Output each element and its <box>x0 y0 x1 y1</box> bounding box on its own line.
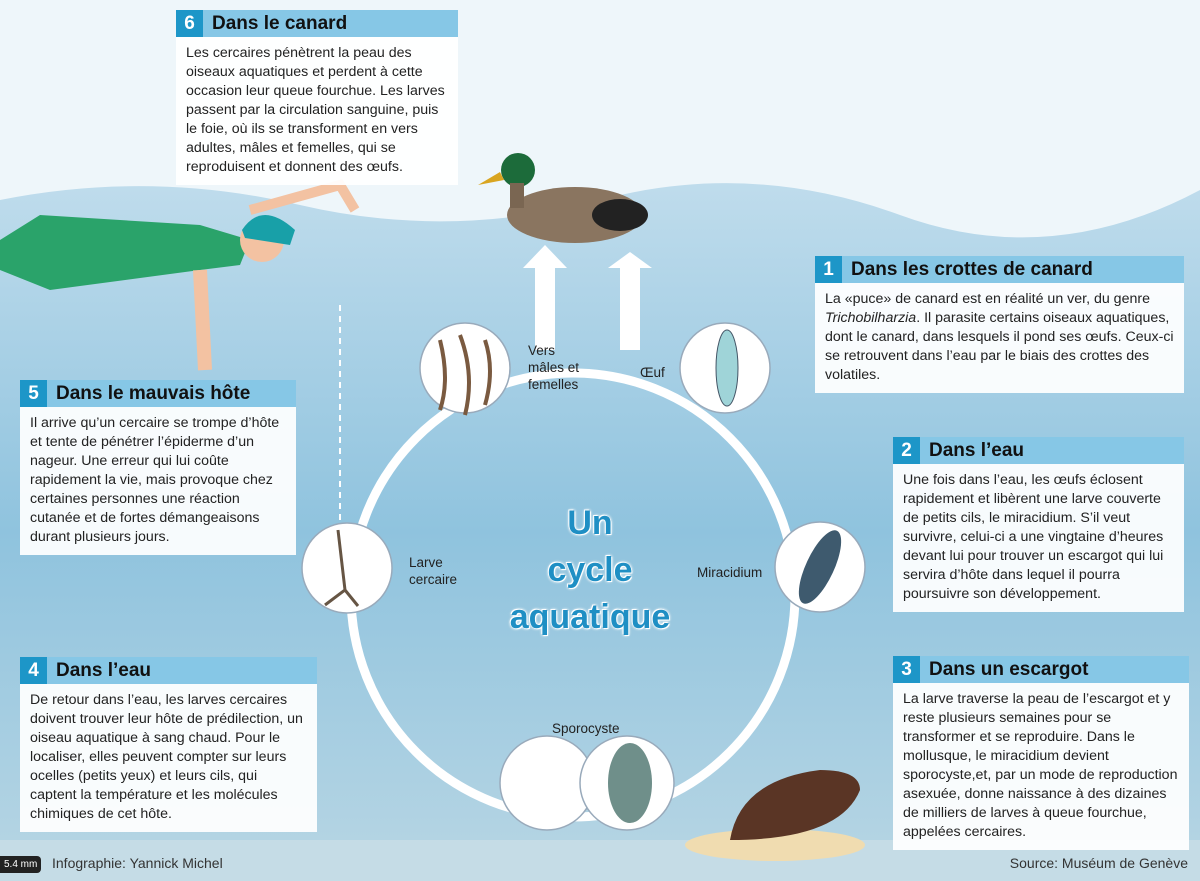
label-larve-cercaire: Larve cercaire <box>409 555 458 587</box>
page-title: Un cycle aquatique <box>495 500 685 641</box>
egg-icon <box>715 329 739 407</box>
step-number: 4 <box>20 657 47 684</box>
step-3-box: 3 Dans un escargot La larve traverse la p… <box>893 656 1189 850</box>
swimmer-icon <box>0 179 360 371</box>
genus-name: Trichobilharzia <box>825 310 917 326</box>
step-text: La «puce» de canard est en réalité un ve… <box>815 283 1184 393</box>
worms-icon <box>438 334 492 416</box>
step-title: Dans un escargot <box>929 658 1089 680</box>
step-title: Dans l’eau <box>929 439 1025 461</box>
title-line: cycle <box>547 551 633 589</box>
title-line: Un <box>567 504 613 542</box>
step-text: Les cercaires pénètrent la peau des oise… <box>186 45 445 175</box>
title-line: aquatique <box>509 598 671 636</box>
stage-circle-vers <box>419 322 511 414</box>
step-text: De retour dans l’eau, les larves cercair… <box>30 692 303 822</box>
step-text: La larve traverse la peau de l’escargot … <box>903 691 1178 840</box>
arrow-up-to-duck <box>523 245 567 350</box>
label-vers: Vers mâles et femelles <box>528 343 580 392</box>
text-part: . Il parasite certains oiseaux aquatique… <box>825 310 1174 383</box>
sporocyst-icon <box>608 743 652 823</box>
step-number: 5 <box>20 380 47 407</box>
step-title: Dans le canard <box>212 12 348 34</box>
cercaria-icon <box>324 529 360 607</box>
label-miracidium: Miracidium <box>697 565 763 580</box>
source: Source: Muséum de Genève <box>1009 855 1188 871</box>
step-title: Dans le mauvais hôte <box>56 382 251 404</box>
step-text: Il arrive qu’un cercaire se trompe d’hôt… <box>30 415 280 545</box>
step-6-box: 6 Dans le canard Les cercaires pénètrent … <box>176 10 458 185</box>
step-title: Dans l’eau <box>56 659 152 681</box>
label-oeuf: Œuf <box>640 365 665 380</box>
step-5-box: 5 Dans le mauvais hôte Il arrive qu’un ce… <box>20 380 296 555</box>
step-2-box: 2 Dans l’eau Une fois dans l’eau, les œuf… <box>893 437 1184 612</box>
step-number: 1 <box>815 256 842 283</box>
step-text: Une fois dans l’eau, les œufs éclosent r… <box>903 472 1164 602</box>
measure-badge: 5.4 mm <box>0 856 42 873</box>
label-sporocyste: Sporocyste <box>552 721 620 736</box>
step-1-box: 1 Dans les crottes de canard La «puce» de… <box>815 256 1184 393</box>
step-number: 6 <box>176 10 203 37</box>
text-part: La «puce» de canard est en réalité un ve… <box>825 291 1150 307</box>
arrow-from-duck <box>608 252 652 350</box>
snail-icon <box>685 770 865 861</box>
stage-circle-larve <box>301 522 393 614</box>
miracidium-icon <box>798 530 842 604</box>
step-4-box: 4 Dans l’eau De retour dans l’eau, les la… <box>20 657 317 832</box>
duck-icon <box>478 153 648 243</box>
step-title: Dans les crottes de canard <box>851 258 1093 280</box>
step-number: 3 <box>893 656 920 683</box>
credit: Infographie: Yannick Michel <box>52 855 223 871</box>
step-number: 2 <box>893 437 920 464</box>
